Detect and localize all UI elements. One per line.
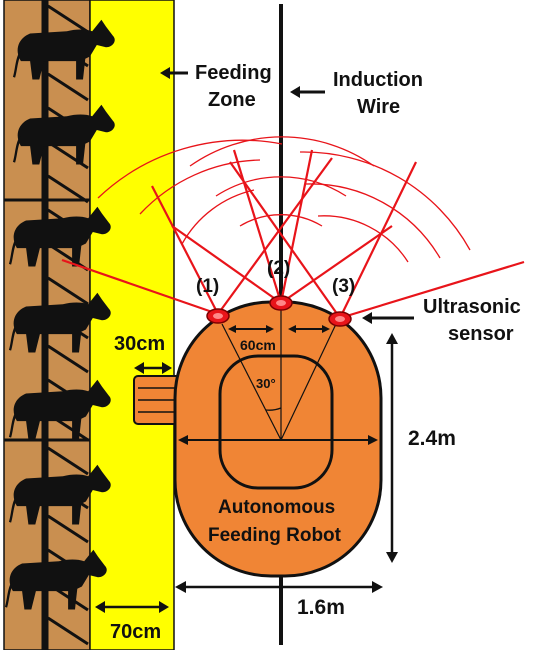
robot-length-label: 2.4m xyxy=(408,427,456,450)
ultrasonic-sensor-icon xyxy=(206,308,230,324)
induction-wire-label: Wire xyxy=(357,96,400,118)
ultrasonic-sensor-icon xyxy=(328,311,352,327)
ultrasonic-sensor-label: Ultrasonic xyxy=(423,296,521,318)
robot-label: Autonomous xyxy=(218,497,335,518)
ultrasonic-sensor-icon xyxy=(269,295,293,311)
angle-label: 30° xyxy=(256,376,276,391)
angle-arc xyxy=(265,407,282,411)
sensor-1-label: (1) xyxy=(196,276,219,297)
side-gap-arrow xyxy=(134,362,172,374)
sensor-beams xyxy=(61,149,525,320)
sensor-2-label: (2) xyxy=(267,258,290,279)
feeding-zone xyxy=(89,0,175,650)
robot-width-inner-arrow xyxy=(178,435,378,445)
induction-wire-label: Induction xyxy=(333,69,423,91)
feeding-zone-label: Feeding xyxy=(195,62,272,84)
arrow-left-icon xyxy=(290,86,325,98)
ultrasonic-sensor-label: sensor xyxy=(448,323,514,345)
arrow-left-icon xyxy=(160,67,188,79)
arrow-left-icon xyxy=(362,312,414,324)
sensor-spacing-arrows xyxy=(228,325,330,333)
feeding-zone-width-arrow xyxy=(95,601,169,613)
robot-length-arrow xyxy=(386,333,398,563)
sensor-cone-lines xyxy=(221,306,337,441)
robot-inner-deck xyxy=(218,354,334,490)
feeding-zone-label: Zone xyxy=(208,89,256,111)
robot-label: Feeding Robot xyxy=(208,525,342,546)
robot-width-label: 1.6m xyxy=(297,596,345,619)
sensor-3-label: (3) xyxy=(332,276,355,297)
side-gap-label: 30cm xyxy=(114,333,165,355)
robot-width-arrow xyxy=(175,581,383,593)
sensor-spacing-label: 60cm xyxy=(240,337,276,353)
feeding-zone-width-label: 70cm xyxy=(110,621,161,643)
